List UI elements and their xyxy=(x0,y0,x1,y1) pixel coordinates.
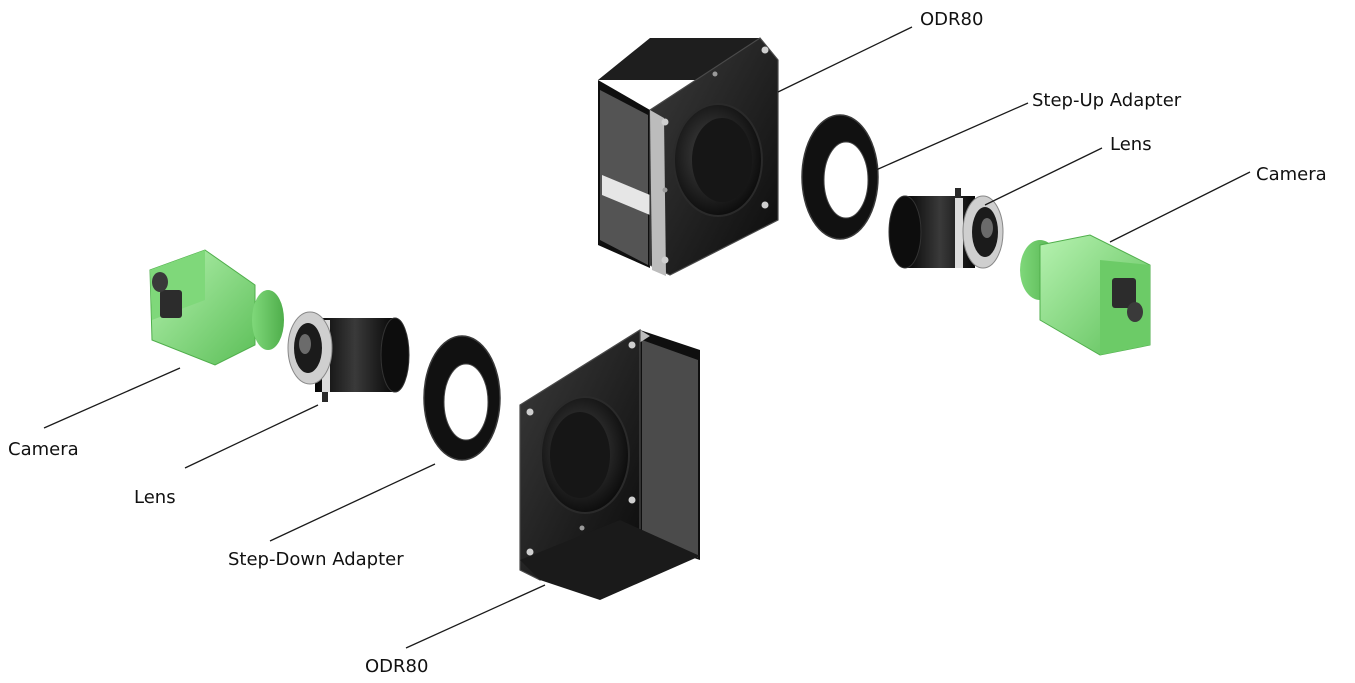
labels: ODR80 Step-Up Adapter Lens Camera Camera… xyxy=(8,9,1327,677)
leader-lines xyxy=(43,26,1251,649)
leader-camera-bottom xyxy=(43,367,181,429)
label-camera-top: Camera xyxy=(1256,164,1327,185)
camera-bottom xyxy=(149,249,284,366)
lens-bottom xyxy=(287,311,410,402)
label-odr80-top: ODR80 xyxy=(920,9,983,30)
label-camera-bottom: Camera xyxy=(8,439,79,460)
label-step-up-adapter: Step-Up Adapter xyxy=(1032,90,1182,111)
label-odr80-bottom: ODR80 xyxy=(365,656,428,677)
label-lens-top: Lens xyxy=(1110,134,1152,155)
leader-lens-bottom xyxy=(184,404,319,469)
leader-odr80-top xyxy=(777,26,913,93)
leader-lens-top xyxy=(984,147,1103,206)
odr80-housing-bottom xyxy=(519,328,700,600)
label-step-down-adapter: Step-Down Adapter xyxy=(228,549,404,570)
leader-step-down-adapter xyxy=(269,463,436,542)
camera-top xyxy=(1020,234,1151,356)
leader-step-up-adapter xyxy=(875,102,1029,171)
step-up-adapter-ring xyxy=(801,114,879,240)
leader-odr80-bottom xyxy=(405,584,546,649)
lens-top xyxy=(888,188,1004,269)
odr80-housing-top xyxy=(598,37,779,276)
leader-camera-top xyxy=(1109,171,1251,243)
step-down-adapter-ring xyxy=(423,335,501,461)
label-lens-bottom: Lens xyxy=(134,487,176,508)
